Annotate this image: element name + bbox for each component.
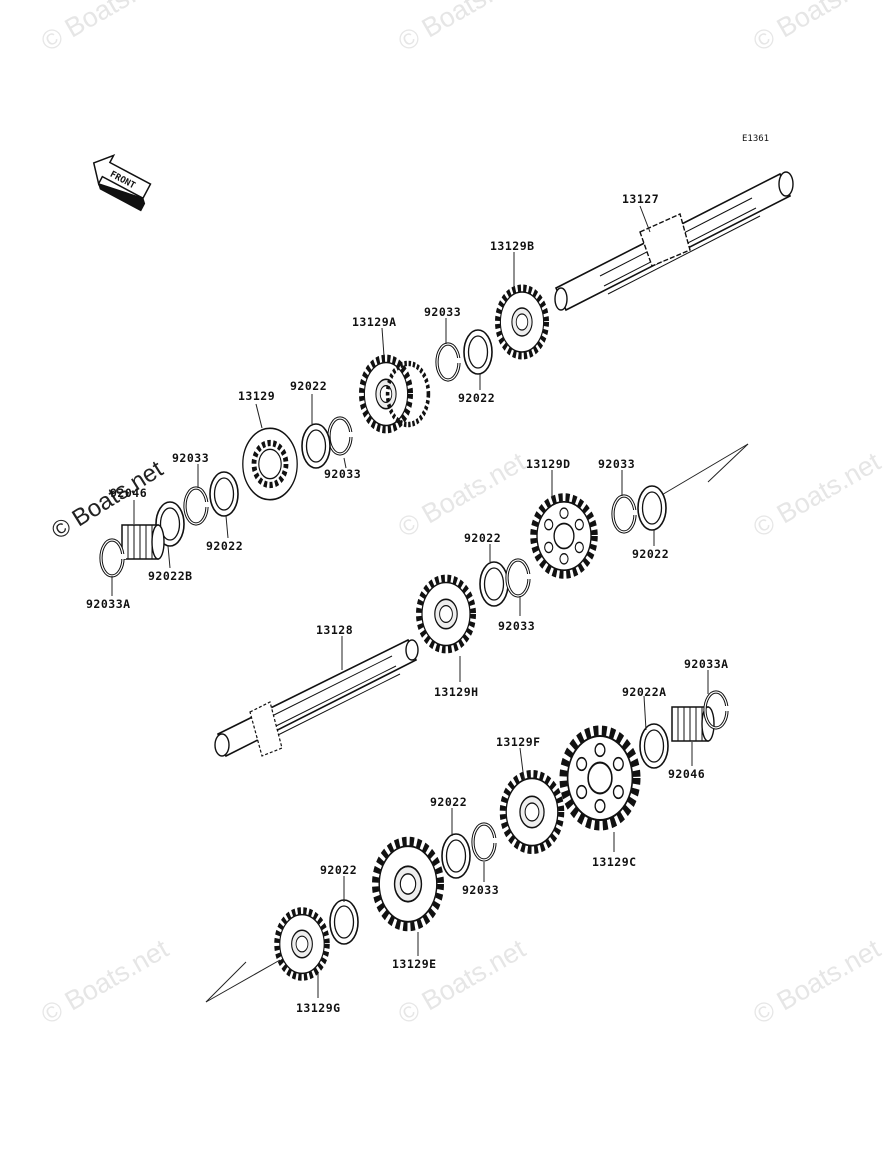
- watermark: © Boats.net: [36, 933, 174, 1030]
- label-92022: 92022: [206, 539, 243, 553]
- label-13127: 13127: [622, 192, 659, 206]
- label-92022A: 92022A: [622, 685, 667, 699]
- label-13129A: 13129A: [352, 315, 397, 329]
- label-92022: 92022: [290, 379, 327, 393]
- gear-13129: [242, 427, 298, 501]
- washer-92022: [209, 471, 239, 517]
- label-92033: 92033: [424, 305, 461, 319]
- circlip-92033: [505, 558, 534, 598]
- label-92022: 92022: [464, 531, 501, 545]
- label-92033A: 92033A: [684, 657, 729, 671]
- diagram-code: E1361: [742, 134, 769, 144]
- circlip-92033: [471, 822, 500, 862]
- label-92022: 92022: [320, 863, 357, 877]
- label-92046: 92046: [668, 767, 705, 781]
- gear-13129H: [419, 578, 473, 649]
- leader-lines: [111, 205, 709, 998]
- label-13129B: 13129B: [490, 239, 535, 253]
- bearing-92046: [121, 524, 165, 560]
- label-92033: 92033: [172, 451, 209, 465]
- label-92022: 92022: [430, 795, 467, 809]
- washer-92022: [637, 485, 667, 531]
- washer-92022A: [639, 723, 669, 769]
- part-labels: 13127 13129B 92033 13129A 92022 13129 92…: [86, 192, 729, 1015]
- watermark: © Boats.net: [393, 0, 531, 57]
- gear-13129D: [533, 497, 594, 575]
- label-92033A: 92033A: [86, 597, 131, 611]
- watermark: © Boats.net: [748, 0, 886, 57]
- output-shaft-13128: [214, 638, 419, 758]
- label-13129C: 13129C: [592, 855, 637, 869]
- washer-92022: [463, 329, 493, 375]
- gear-13129G: [277, 911, 327, 978]
- label-92033: 92033: [462, 883, 499, 897]
- washer-92022: [329, 899, 359, 945]
- label-92033: 92033: [598, 457, 635, 471]
- gear-13129C: [563, 730, 636, 825]
- watermark: © Boats.net: [393, 933, 531, 1030]
- circlip-92033: [183, 486, 212, 526]
- label-92046: 92046: [110, 486, 147, 500]
- label-13128: 13128: [316, 623, 353, 637]
- label-92022B: 92022B: [148, 569, 193, 583]
- label-13129D: 13129D: [526, 457, 571, 471]
- label-92033: 92033: [324, 467, 361, 481]
- gear-13129F: [503, 774, 561, 850]
- label-13129F: 13129F: [496, 735, 541, 749]
- gear-13129A-teeth: [385, 360, 431, 428]
- washer-92022: [301, 423, 331, 469]
- label-92033: 92033: [498, 619, 535, 633]
- input-shaft-13127: [554, 171, 794, 312]
- gear-13129E: [375, 841, 440, 927]
- label-13129: 13129: [238, 389, 275, 403]
- watermark: © Boats.net: [748, 933, 886, 1030]
- circlip-92033: [611, 494, 640, 534]
- front-arrow-icon: FRONT: [92, 154, 152, 212]
- circlip-92033: [327, 416, 356, 456]
- watermark: © Boats.net: [393, 446, 531, 543]
- watermark: © Boats.net: [748, 446, 886, 543]
- washer-92022: [441, 833, 471, 879]
- circlip-92033: [435, 342, 464, 382]
- label-13129E: 13129E: [392, 957, 437, 971]
- gear-13129B: [498, 288, 547, 356]
- label-13129H: 13129H: [434, 685, 479, 699]
- label-92022: 92022: [458, 391, 495, 405]
- washer-92022: [479, 561, 509, 607]
- label-13129G: 13129G: [296, 1001, 341, 1015]
- label-92022: 92022: [632, 547, 669, 561]
- watermark: © Boats.net: [36, 0, 174, 57]
